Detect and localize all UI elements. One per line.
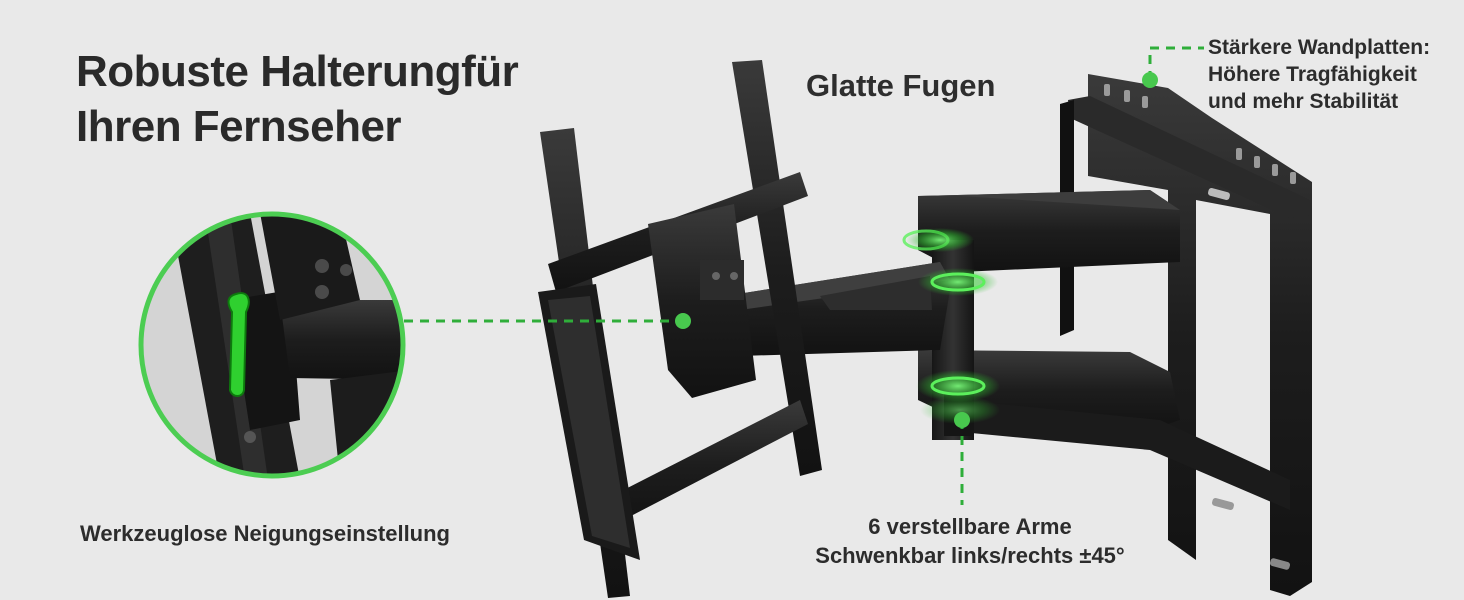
wall-plate-line-1: Stärkere Wandplatten: [1208, 36, 1431, 59]
callout-connectors [404, 46, 1204, 505]
wall-plate-callout: Stärkere Wandplatten: Höhere Tragfähigke… [1208, 34, 1430, 115]
arms-line-2: Schwenkbar links/rechts ±45° [815, 543, 1125, 568]
headline-line-1: Robuste Halterungfür [76, 47, 519, 96]
tv-bracket [538, 60, 822, 598]
wall-plate-line-3: und mehr Stabilität [1208, 90, 1399, 113]
arms-callout: 6 verstellbare Arme Schwenkbar links/rec… [800, 512, 1140, 570]
wall-plate [1060, 74, 1312, 596]
swing-arms [700, 190, 1290, 510]
arms-line-1: 6 verstellbare Arme [868, 514, 1072, 539]
wall-plate-line-2: Höhere Tragfähigkeit [1208, 63, 1417, 86]
tilt-callout: Werkzeuglose Neigungseinstellung [80, 521, 450, 546]
headline: Robuste Halterungfür Ihren Fernseher [76, 44, 596, 154]
headline-line-2: Ihren Fernseher [76, 102, 402, 151]
tilt-detail-magnifier [138, 211, 406, 479]
joints-callout: Glatte Fugen [806, 68, 996, 103]
callout-dots [675, 72, 1158, 428]
